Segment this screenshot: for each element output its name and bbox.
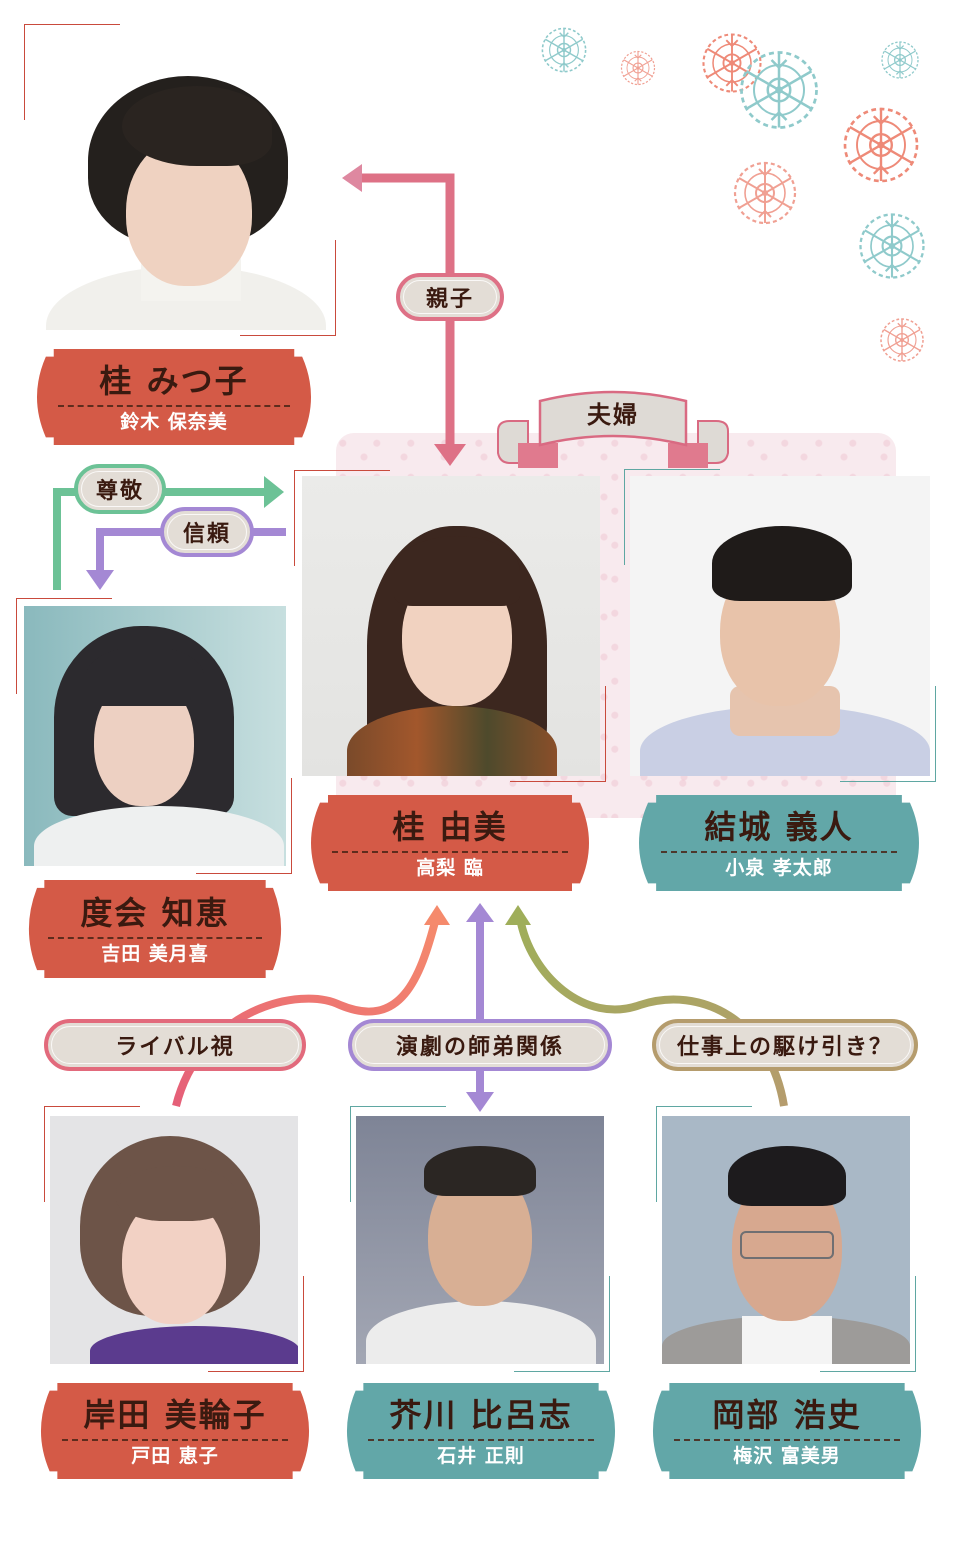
role-name: 桂 みつ子: [99, 361, 249, 400]
actor-name: 梅沢 富美男: [733, 1444, 841, 1467]
photo-yumi: [302, 476, 600, 776]
snowflake-icon: [859, 213, 925, 279]
nameplate-mitsuko: 桂 みつ子 鈴木 保奈美: [36, 349, 312, 445]
mentor-arrow: [466, 903, 494, 1112]
photo-bracket: [196, 778, 292, 874]
photo-bracket: [820, 1276, 916, 1372]
relation-label: 演劇の師弟関係: [395, 1034, 564, 1060]
nameplate-akutagawa: 芥川 比呂志 石井 正則: [346, 1383, 616, 1479]
photo-akutagawa: [356, 1116, 604, 1364]
photo-bracket: [16, 598, 112, 694]
nameplate-yoshito: 結城 義人 小泉 孝太郎: [638, 795, 920, 891]
actor-name: 鈴木 保奈美: [120, 410, 228, 433]
plate-divider: [367, 1438, 595, 1441]
nameplate-miwako: 岸田 美輪子 戸田 恵子: [40, 1383, 310, 1479]
photo-bracket: [208, 1276, 304, 1372]
snowflake-icon: [880, 318, 924, 362]
plate-divider: [673, 1438, 901, 1441]
role-name: 結城 義人: [704, 807, 854, 846]
snowflake-icon: [620, 50, 656, 86]
actor-name: 小泉 孝太郎: [725, 856, 833, 879]
photo-bracket: [294, 470, 390, 566]
role-name: 度会 知恵: [80, 893, 230, 932]
ribbon-banner-icon: [497, 390, 729, 468]
role-name: 岸田 美輪子: [83, 1395, 267, 1434]
relation-label: 尊敬: [95, 478, 144, 504]
photo-okabe: [662, 1116, 910, 1364]
relation-parent-child: 親子: [396, 273, 504, 321]
plate-divider: [61, 1438, 289, 1441]
photo-miwako: [50, 1116, 298, 1364]
relation-label: 信頼: [182, 521, 231, 547]
role-name: 岡部 浩史: [712, 1395, 862, 1434]
relation-trust: 信頼: [160, 507, 254, 557]
married-label: 夫婦: [587, 400, 639, 429]
photo-bracket: [44, 1106, 140, 1202]
photo-chie: [24, 606, 286, 866]
photo-yoshito: [630, 476, 930, 776]
nameplate-okabe: 岡部 浩史 梅沢 富美男: [652, 1383, 922, 1479]
relation-label: 仕事上の駆け引き？: [676, 1034, 893, 1060]
photo-bracket: [624, 469, 720, 565]
role-name: 桂 由美: [392, 807, 508, 846]
photo-bracket: [514, 1276, 610, 1372]
photo-bracket: [510, 686, 606, 782]
actor-name: 戸田 恵子: [131, 1444, 219, 1467]
snowflake-icon: [843, 107, 919, 183]
plate-divider: [332, 850, 568, 853]
actor-name: 吉田 美月喜: [101, 942, 209, 965]
photo-bracket: [24, 24, 120, 120]
relation-label: 親子: [425, 286, 474, 312]
photo-bracket: [840, 686, 936, 782]
role-name: 芥川 比呂志: [389, 1395, 573, 1434]
snowflake-icon: [740, 51, 818, 129]
photo-bracket: [240, 240, 336, 336]
relation-respect: 尊敬: [74, 464, 166, 514]
relation-mentor: 演劇の師弟関係: [348, 1019, 612, 1071]
relation-business: 仕事上の駆け引き？: [652, 1019, 918, 1071]
photo-bracket: [656, 1106, 752, 1202]
snowflake-icon: [881, 41, 919, 79]
photo-bracket: [350, 1106, 446, 1202]
snowflake-icon: [541, 27, 587, 73]
plate-divider: [660, 850, 898, 853]
plate-divider: [58, 404, 290, 407]
relation-label: ライバル視: [115, 1034, 235, 1060]
actor-name: 高梨 臨: [416, 856, 484, 879]
actor-name: 石井 正則: [437, 1444, 525, 1467]
snowflake-icon: [702, 33, 762, 93]
nameplate-yumi: 桂 由美 高梨 臨: [310, 795, 590, 891]
business-arrow: [505, 905, 788, 1107]
relation-rivalry: ライバル視: [44, 1019, 306, 1071]
married-ribbon: 夫婦: [488, 383, 738, 478]
photo-mitsuko: [36, 36, 332, 330]
nameplate-chie: 度会 知恵 吉田 美月喜: [28, 880, 282, 978]
snowflake-icon: [733, 161, 797, 225]
plate-divider: [48, 936, 262, 939]
